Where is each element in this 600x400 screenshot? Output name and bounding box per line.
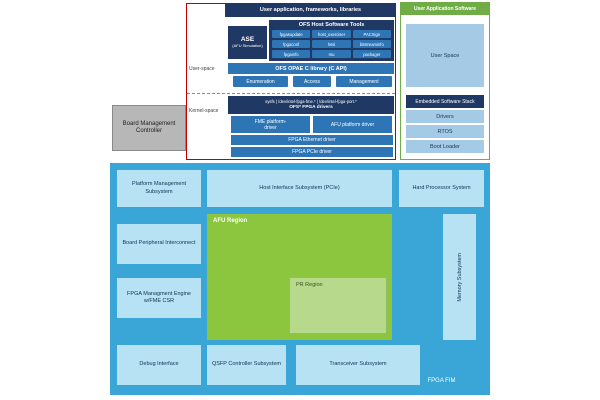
kernel-devnodes-bar: sysfs | /dev/intel-fpga-fme.* | /dev/int…	[228, 96, 394, 114]
tool-chip: packager	[352, 50, 391, 58]
user-application-software-header: User Application Software	[400, 2, 490, 15]
debug-interface-box: Debug Interface	[117, 345, 201, 385]
fme-platform-driver-box: FME platform-driver	[231, 116, 310, 133]
enumeration-button: Enumeration	[233, 76, 288, 87]
kernel-space-label: Kernel-space	[189, 108, 219, 114]
platform-management-subsystem-box: Platform Management Subsystem	[117, 170, 201, 207]
tool-chip: PACSign	[352, 30, 391, 38]
host-software-tools-box: OFS Host Software Tools fpgasupdate host…	[269, 20, 394, 61]
host-software-tools-grid: fpgasupdate host_exerciser PACSign fpgac…	[272, 30, 391, 58]
fpga-drivers-label: OFS* FPGA drivers	[289, 104, 333, 110]
qsfp-controller-subsystem-box: QSFP Controller Subsystem	[207, 345, 286, 385]
user-space-label: User-space	[189, 66, 215, 72]
pr-region-box: PR Region	[289, 277, 387, 334]
board-management-controller-box: Board Management Controller	[112, 105, 186, 151]
ase-title: ASE	[240, 36, 255, 44]
access-button: Access	[293, 76, 331, 87]
host-software-tools-title: OFS Host Software Tools	[298, 22, 365, 28]
transceiver-subsystem-box: Transceiver Subsystem	[296, 345, 420, 385]
embedded-rtos-box: RTOS	[406, 125, 484, 138]
management-button: Management	[336, 76, 392, 87]
user-application-frameworks-header: User application, frameworks, libraries	[225, 3, 396, 17]
afu-platform-driver-label: AFU platform driver	[330, 121, 375, 128]
embedded-boot-loader-box: Boot Loader	[406, 140, 484, 153]
embedded-software-stack-header: Embedded Software Stack	[406, 95, 484, 108]
tool-chip: fpgainfo	[272, 50, 311, 58]
tool-chip: host_exerciser	[312, 30, 351, 38]
tool-chip: rsu	[312, 50, 351, 58]
tool-chip: bitstreaminfo	[352, 40, 391, 48]
ase-box: ASE (AFU Simulation)	[228, 26, 267, 59]
fpga-pcie-driver-bar: FPGA PCIe driver	[231, 147, 393, 157]
fpga-fim-label: FPGA FIM	[427, 378, 456, 384]
host-interface-subsystem-box: Host Interface Subsystem (PCIe)	[207, 170, 392, 207]
embedded-drivers-box: Drivers	[406, 110, 484, 123]
ase-subtitle: (AFU Simulation)	[232, 43, 263, 48]
user-kernel-divider	[187, 93, 395, 94]
fme-platform-driver-label: FME platform-driver	[254, 118, 287, 131]
device-nodes-text: sysfs | /dev/intel-fpga-fme.* | /dev/int…	[265, 98, 357, 104]
tool-chip: fpgasupdate	[272, 30, 311, 38]
embedded-user-space-box: User Space	[406, 24, 484, 87]
tool-chip: hssi	[312, 40, 351, 48]
fpga-management-engine-box: FPGA Managment Engine w/FME CSR	[117, 278, 201, 318]
afu-platform-driver-box: AFU platform driver	[313, 116, 392, 133]
fpga-ethernet-driver-bar: FPGA Ethernet driver	[231, 135, 393, 145]
memory-subsystem-box: Memory Subsystem	[443, 214, 476, 340]
hard-processor-system-box: Hard Processor System	[399, 170, 484, 207]
tool-chip: fpgaconf	[272, 40, 311, 48]
memory-subsystem-label: Memory Subsystem	[456, 252, 463, 302]
opae-library-bar: OFS OPAE C library (C API)	[228, 63, 394, 74]
board-peripheral-interconnect-box: Board Peripheral Interconnect	[117, 224, 201, 264]
